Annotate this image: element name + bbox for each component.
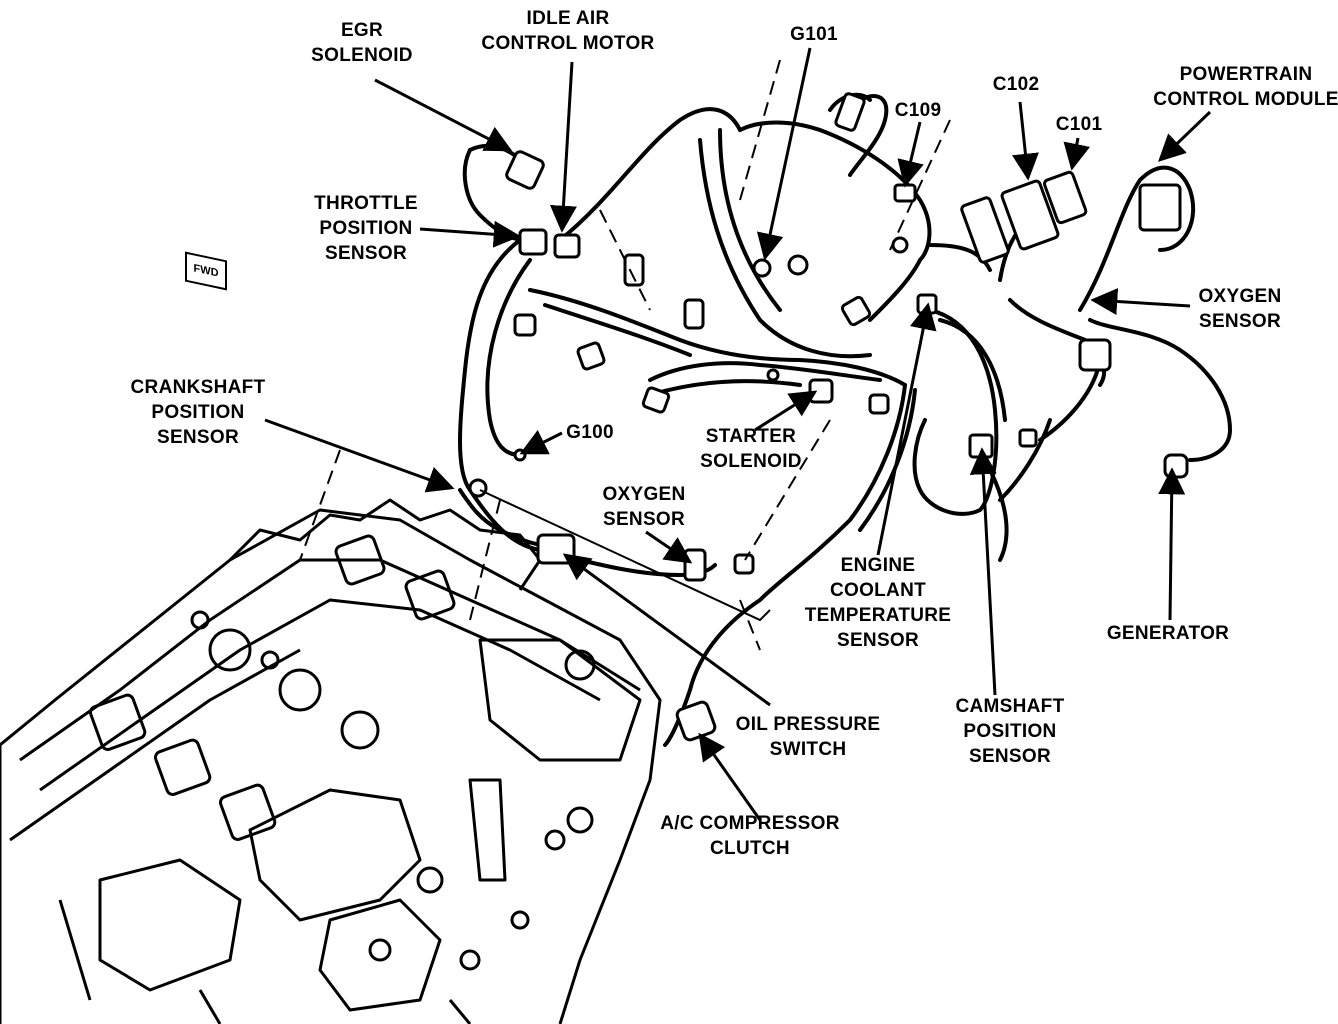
arrow-oxygen-sensor-rear: [1090, 288, 1191, 315]
label-oxygen-sensor-front: OXYGEN SENSOR: [602, 482, 685, 532]
label-c109: C109: [895, 98, 942, 123]
arrow-c109: [897, 121, 924, 188]
label-g100: G100: [566, 420, 614, 445]
label-g101: G101: [790, 22, 838, 47]
label-line: SENSOR: [602, 509, 686, 530]
label-line: ENGINE: [840, 555, 916, 576]
label-line: CAMSHAFT: [955, 696, 1065, 717]
label-oxygen-sensor-rear: OXYGEN SENSOR: [1198, 284, 1281, 334]
label-line: C109: [894, 100, 942, 121]
wiring-harness: [458, 92, 1232, 747]
label-line: IDLE AIR: [526, 8, 610, 29]
arrow-c102: [1012, 101, 1039, 181]
arrow-throttle-position-sensor: [419, 220, 521, 248]
label-line: SOLENOID: [311, 45, 413, 66]
label-line: CRANKSHAFT: [130, 377, 266, 398]
label-line: STARTER: [705, 426, 797, 447]
arrow-pcm: [1158, 110, 1212, 162]
label-line: G100: [566, 422, 614, 443]
label-c101: C101: [1056, 112, 1103, 137]
arrow-engine-coolant-temp: [876, 302, 937, 556]
label-line: CONTROL MOTOR: [481, 33, 655, 54]
arrow-ac-compressor-clutch: [698, 732, 762, 821]
label-line: C102: [992, 74, 1040, 95]
label-line: OIL PRESSURE: [735, 714, 881, 735]
label-line: CONTROL MODULE: [1153, 89, 1338, 110]
label-idle-air-control-motor: IDLE AIR CONTROL MOTOR: [481, 6, 654, 56]
arrow-camshaft-position-sensor: [969, 447, 997, 696]
label-ac-compressor-clutch: A/C COMPRESSOR CLUTCH: [660, 811, 839, 861]
label-line: SENSOR: [836, 630, 920, 651]
label-oil-pressure-switch: OIL PRESSURE SWITCH: [736, 712, 881, 762]
leader-arrows: [264, 47, 1212, 821]
label-starter-solenoid: STARTER SOLENOID: [700, 424, 802, 474]
label-throttle-position-sensor: THROTTLE POSITION SENSOR: [314, 191, 418, 266]
label-line: TEMPERATURE: [804, 605, 952, 626]
label-powertrain-control-module: POWERTRAIN CONTROL MODULE: [1153, 62, 1338, 112]
arrow-g100: [519, 430, 563, 455]
label-line: EGR: [340, 20, 384, 41]
label-camshaft-position-sensor: CAMSHAFT POSITION SENSOR: [956, 694, 1065, 769]
engine-block: [0, 498, 662, 1024]
arrow-crankshaft-position-sensor: [264, 418, 455, 493]
label-line: C101: [1055, 114, 1103, 135]
label-line: THROTTLE: [314, 193, 418, 214]
label-egr-solenoid: EGR SOLENOID: [311, 18, 413, 68]
arrow-g101: [756, 47, 812, 261]
label-line: GENERATOR: [1106, 623, 1230, 644]
label-line: POSITION: [963, 721, 1057, 742]
cover-outline: [479, 489, 771, 622]
label-generator: GENERATOR: [1107, 621, 1229, 646]
arrow-oil-pressure-switch: [562, 553, 771, 707]
label-line: SOLENOID: [700, 451, 802, 472]
label-line: SWITCH: [769, 739, 847, 760]
label-line: COOLANT: [829, 580, 927, 601]
label-engine-coolant-temperature-sensor: ENGINE COOLANT TEMPERATURE SENSOR: [805, 553, 952, 653]
arrow-oxygen-sensor-front: [645, 530, 693, 564]
arrow-idle-air-control-motor: [549, 61, 577, 233]
arrow-egr-solenoid: [374, 78, 513, 152]
arrow-generator: [1158, 467, 1186, 621]
label-line: POSITION: [319, 218, 413, 239]
label-line: POSITION: [151, 402, 245, 423]
label-line: A/C COMPRESSOR: [660, 813, 840, 834]
label-line: POWERTRAIN: [1179, 64, 1313, 85]
label-line: G101: [790, 24, 838, 45]
label-line: SENSOR: [968, 746, 1052, 767]
label-line: CLUTCH: [710, 838, 790, 859]
label-line: SENSOR: [156, 427, 240, 448]
label-line: SENSOR: [324, 243, 408, 264]
arrow-starter-solenoid: [754, 390, 818, 432]
label-crankshaft-position-sensor: CRANKSHAFT POSITION SENSOR: [131, 375, 266, 450]
label-line: SENSOR: [1198, 311, 1282, 332]
label-line: OXYGEN: [602, 484, 686, 505]
label-c102: C102: [993, 72, 1040, 97]
label-line: OXYGEN: [1198, 286, 1282, 307]
arrow-c101: [1063, 137, 1091, 171]
